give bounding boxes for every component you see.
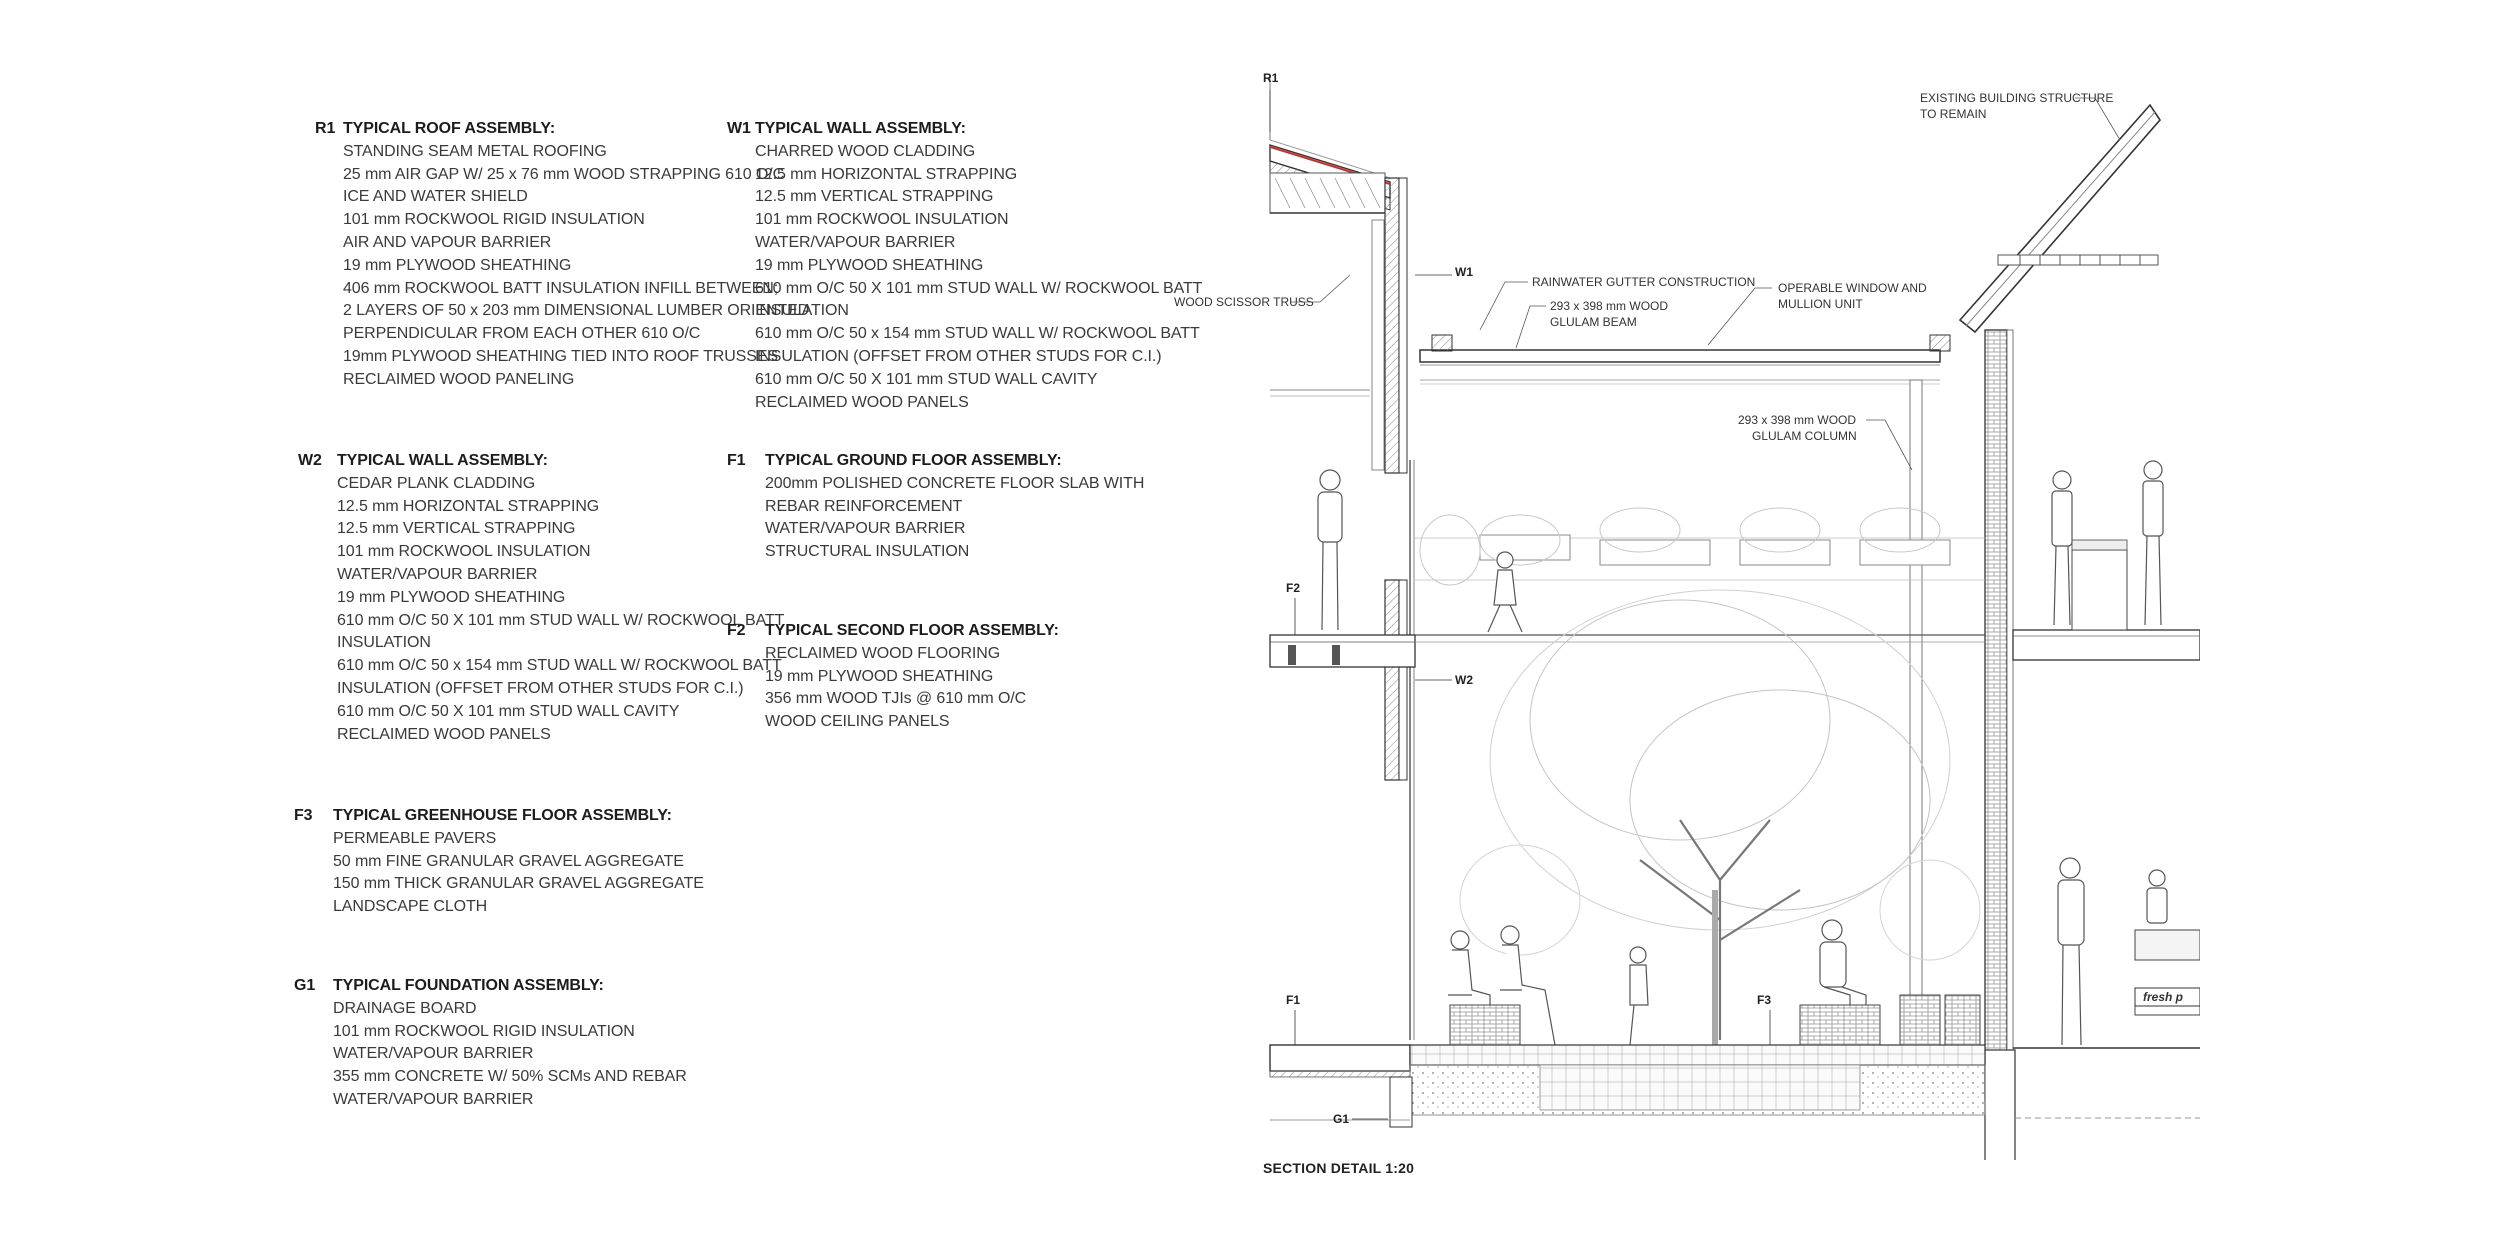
assembly-layer: 101 mm ROCKWOOL RIGID INSULATION	[333, 1022, 635, 1040]
assembly-layer: AIR AND VAPOUR BARRIER	[343, 233, 552, 251]
assembly-layer: WATER/VAPOUR BARRIER	[765, 520, 966, 538]
assembly-layer: 355 mm CONCRETE W/ 50% SCMs AND REBAR	[333, 1068, 687, 1086]
assembly-code: F2	[727, 622, 746, 639]
assembly-title: TYPICAL WALL ASSEMBLY:	[755, 120, 966, 137]
assembly-layer: CEDAR PLANK CLADDING	[337, 474, 536, 492]
assembly-layer: RECLAIMED WOOD PANELS	[755, 393, 969, 411]
assembly-code: F1	[727, 452, 746, 469]
assembly-layer: 50 mm FINE GRANULAR GRAVEL AGGREGATE	[333, 852, 684, 870]
glulam-roof-beam	[1419, 334, 1951, 385]
assembly-layer: INSULATION	[755, 302, 849, 320]
assembly-layer: 12.5 mm VERTICAL STRAPPING	[337, 520, 576, 538]
label-column-line-2: GLULAM COLUMN	[1752, 429, 1857, 443]
assembly-layer: 150 mm THICK GRANULAR GRAVEL AGGREGATE	[333, 875, 704, 893]
assembly-layer: REBAR REINFORCEMENT	[765, 497, 963, 515]
assembly-layer: CHARRED WOOD CLADDING	[755, 142, 976, 160]
glulam-column	[1909, 379, 1923, 1051]
assembly-title: TYPICAL ROOF ASSEMBLY:	[343, 120, 556, 137]
assembly-layer: 610 mm O/C 50 x 154 mm STUD WALL W/ ROCK…	[755, 325, 1200, 343]
assembly-layer: RECLAIMED WOOD PANELING	[343, 370, 575, 388]
callout-labels: EXISTING BUILDING STRUCTURE TO REMAIN RA…	[1174, 91, 2200, 1007]
assembly-layer: 12.5 mm HORIZONTAL STRAPPING	[337, 497, 600, 515]
assembly-layer: 12.5 mm VERTICAL STRAPPING	[755, 188, 994, 206]
assembly-layer: WATER/VAPOUR BARRIER	[755, 233, 956, 251]
assembly-code: W2	[298, 452, 322, 469]
assembly-title: TYPICAL GREENHOUSE FLOOR ASSEMBLY:	[333, 807, 672, 824]
assembly-code: G1	[294, 977, 316, 994]
existing-building-structure	[1958, 103, 2200, 1160]
label-existing-line-1: EXISTING BUILDING STRUCTURE	[1920, 91, 2113, 105]
assembly-title: TYPICAL FOUNDATION ASSEMBLY:	[333, 977, 604, 994]
assembly-layer: WATER/VAPOUR BARRIER	[333, 1045, 534, 1063]
tag-w2: W2	[1455, 673, 1473, 687]
assembly-layer: 101 mm ROCKWOOL INSULATION	[337, 543, 591, 561]
section-detail-drawing: R1 W1 W2 F2 F1 F3 G1 EXISTING BUILDING S…	[1174, 71, 2200, 1160]
assembly-layer: WATER/VAPOUR BARRIER	[337, 565, 538, 583]
assembly-layer: 610 mm O/C 50 x 154 mm STUD WALL W/ ROCK…	[337, 657, 782, 675]
left-roof-wall-assembly	[1269, 75, 1416, 1040]
assembly-layer: STANDING SEAM METAL ROOFING	[343, 142, 607, 160]
assembly-layer: 200mm POLISHED CONCRETE FLOOR SLAB WITH	[765, 474, 1145, 492]
people-figures	[1317, 460, 2168, 1046]
assembly-layer: 406 mm ROCKWOOL BATT INSULATION INFILL B…	[343, 279, 779, 297]
tag-f3: F3	[1757, 993, 1771, 1007]
assembly-title: TYPICAL GROUND FLOOR ASSEMBLY:	[765, 452, 1062, 469]
assembly-layer: 19 mm PLYWOOD SHEATHING	[765, 667, 994, 685]
label-beam-line-2: GLULAM BEAM	[1550, 315, 1637, 329]
assembly-layer: PERPENDICULAR FROM EACH OTHER 610 O/C	[343, 325, 701, 343]
assembly-layer: 356 mm WOOD TJIs @ 610 mm O/C	[765, 690, 1027, 708]
label-column-line-1: 293 x 398 mm WOOD	[1738, 413, 1856, 427]
assembly-layer: 25 mm AIR GAP W/ 25 x 76 mm WOOD STRAPPI…	[343, 165, 785, 183]
assembly-title: TYPICAL SECOND FLOOR ASSEMBLY:	[765, 622, 1059, 639]
assembly-layer: 610 mm O/C 50 X 101 mm STUD WALL CAVITY	[337, 702, 680, 720]
label-gutter: RAINWATER GUTTER CONSTRUCTION	[1532, 275, 1755, 289]
assembly-layer: INSULATION	[337, 634, 431, 652]
label-window-line-2: MULLION UNIT	[1778, 297, 1863, 311]
assembly-layer: 610 mm O/C 50 X 101 mm STUD WALL CAVITY	[755, 370, 1098, 388]
label-beam-line-1: 293 x 398 mm WOOD	[1550, 299, 1668, 313]
assembly-layer: INSULATION (OFFSET FROM OTHER STUDS FOR …	[755, 347, 1162, 365]
assembly-layer: 101 mm ROCKWOOL INSULATION	[755, 211, 1009, 229]
tag-f1: F1	[1286, 993, 1300, 1007]
assembly-layer: WOOD CEILING PANELS	[765, 713, 950, 731]
assembly-layer: RECLAIMED WOOD PANELS	[337, 725, 551, 743]
mezzanine-walkway	[1415, 534, 1985, 643]
ground-floor-foundation	[1269, 994, 1986, 1128]
assembly-layer: 2 LAYERS OF 50 x 203 mm DIMENSIONAL LUMB…	[343, 302, 810, 320]
assembly-layer: WATER/VAPOUR BARRIER	[333, 1090, 534, 1108]
assembly-layer: LANDSCAPE CLOTH	[333, 898, 488, 916]
assembly-layer: 19mm PLYWOOD SHEATHING TIED INTO ROOF TR…	[343, 347, 778, 365]
assembly-layer: 12.5 mm HORIZONTAL STRAPPING	[755, 165, 1018, 183]
assembly-code: W1	[727, 120, 751, 137]
assembly-layer: 610 mm O/C 50 X 101 mm STUD WALL W/ ROCK…	[755, 279, 1203, 297]
assembly-layer: 101 mm ROCKWOOL RIGID INSULATION	[343, 211, 645, 229]
label-truss: WOOD SCISSOR TRUSS	[1174, 295, 1314, 309]
greenhouse-tree	[1419, 507, 1981, 1045]
assembly-layer: 19 mm PLYWOOD SHEATHING	[343, 256, 572, 274]
assembly-layer: 19 mm PLYWOOD SHEATHING	[337, 588, 566, 606]
assembly-layer: 19 mm PLYWOOD SHEATHING	[755, 256, 984, 274]
assembly-code: R1	[315, 120, 336, 137]
assembly-layer: ICE AND WATER SHIELD	[343, 188, 528, 206]
label-window-line-1: OPERABLE WINDOW AND	[1778, 281, 1927, 295]
assembly-layer: DRAINAGE BOARD	[333, 999, 477, 1017]
assembly-layer: RECLAIMED WOOD FLOORING	[765, 644, 1001, 662]
assembly-title: TYPICAL WALL ASSEMBLY:	[337, 452, 548, 469]
assembly-layer: PERMEABLE PAVERS	[333, 829, 497, 847]
assembly-layer: STRUCTURAL INSULATION	[765, 543, 970, 561]
tag-f2: F2	[1286, 581, 1300, 595]
market-sign-text: fresh p	[2143, 990, 2183, 1004]
tag-g1: G1	[1333, 1112, 1349, 1126]
assembly-layer: 610 mm O/C 50 X 101 mm STUD WALL W/ ROCK…	[337, 611, 785, 629]
tag-w1: W1	[1455, 265, 1473, 279]
assembly-layer: INSULATION (OFFSET FROM OTHER STUDS FOR …	[337, 679, 744, 697]
assembly-code: F3	[294, 807, 313, 824]
section-detail-caption: SECTION DETAIL 1:20	[1263, 1160, 1415, 1176]
tag-r1: R1	[1263, 71, 1279, 85]
assembly-tag-markers: R1 W1 W2 F2 F1 F3 G1	[1263, 71, 1771, 1126]
label-existing-line-2: TO REMAIN	[1920, 107, 1986, 121]
